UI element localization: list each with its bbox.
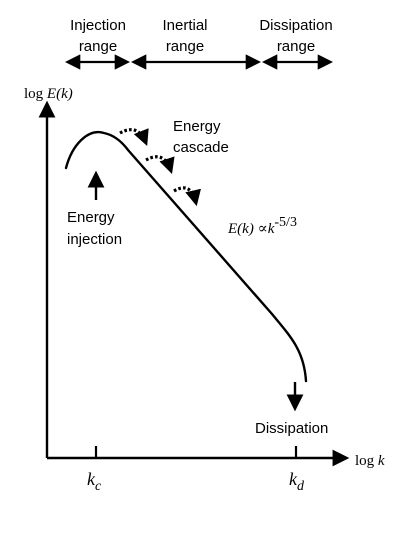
injection-range-label-line2: range bbox=[79, 38, 117, 55]
dissipation-range-label-line2: range bbox=[277, 38, 315, 55]
x-axis-label: log k bbox=[355, 453, 385, 469]
inertial-range-label-line2: range bbox=[166, 38, 204, 55]
range-header: Injection range Inertial range Dissipati… bbox=[64, 17, 334, 70]
energy-injection-label: Energy bbox=[67, 209, 115, 226]
cascade-arrow-3 bbox=[173, 186, 201, 207]
injection-range-label: Injection bbox=[70, 17, 126, 34]
axes: log E(k) log k kc kd bbox=[24, 86, 385, 494]
kd-tick-label: kd bbox=[289, 469, 305, 494]
cascade-arrows bbox=[119, 128, 201, 207]
energy-injection-label-line2: injection bbox=[67, 231, 122, 248]
y-axis-label: log E(k) bbox=[24, 86, 73, 102]
dissipation-range-label: Dissipation bbox=[259, 17, 332, 34]
cascade-arrow-1 bbox=[119, 128, 149, 146]
dissipation-label: Dissipation bbox=[255, 420, 328, 437]
kolmogorov-law-label: E(k) ∝k-5/3 bbox=[227, 215, 297, 237]
energy-cascade-label-line2: cascade bbox=[173, 139, 229, 156]
kc-tick-label: kc bbox=[87, 469, 102, 494]
energy-spectrum-curve bbox=[64, 130, 308, 383]
energy-cascade-label: Energy bbox=[173, 118, 221, 135]
cascade-arrow-2 bbox=[145, 155, 175, 175]
inertial-range-label: Inertial bbox=[162, 17, 207, 34]
